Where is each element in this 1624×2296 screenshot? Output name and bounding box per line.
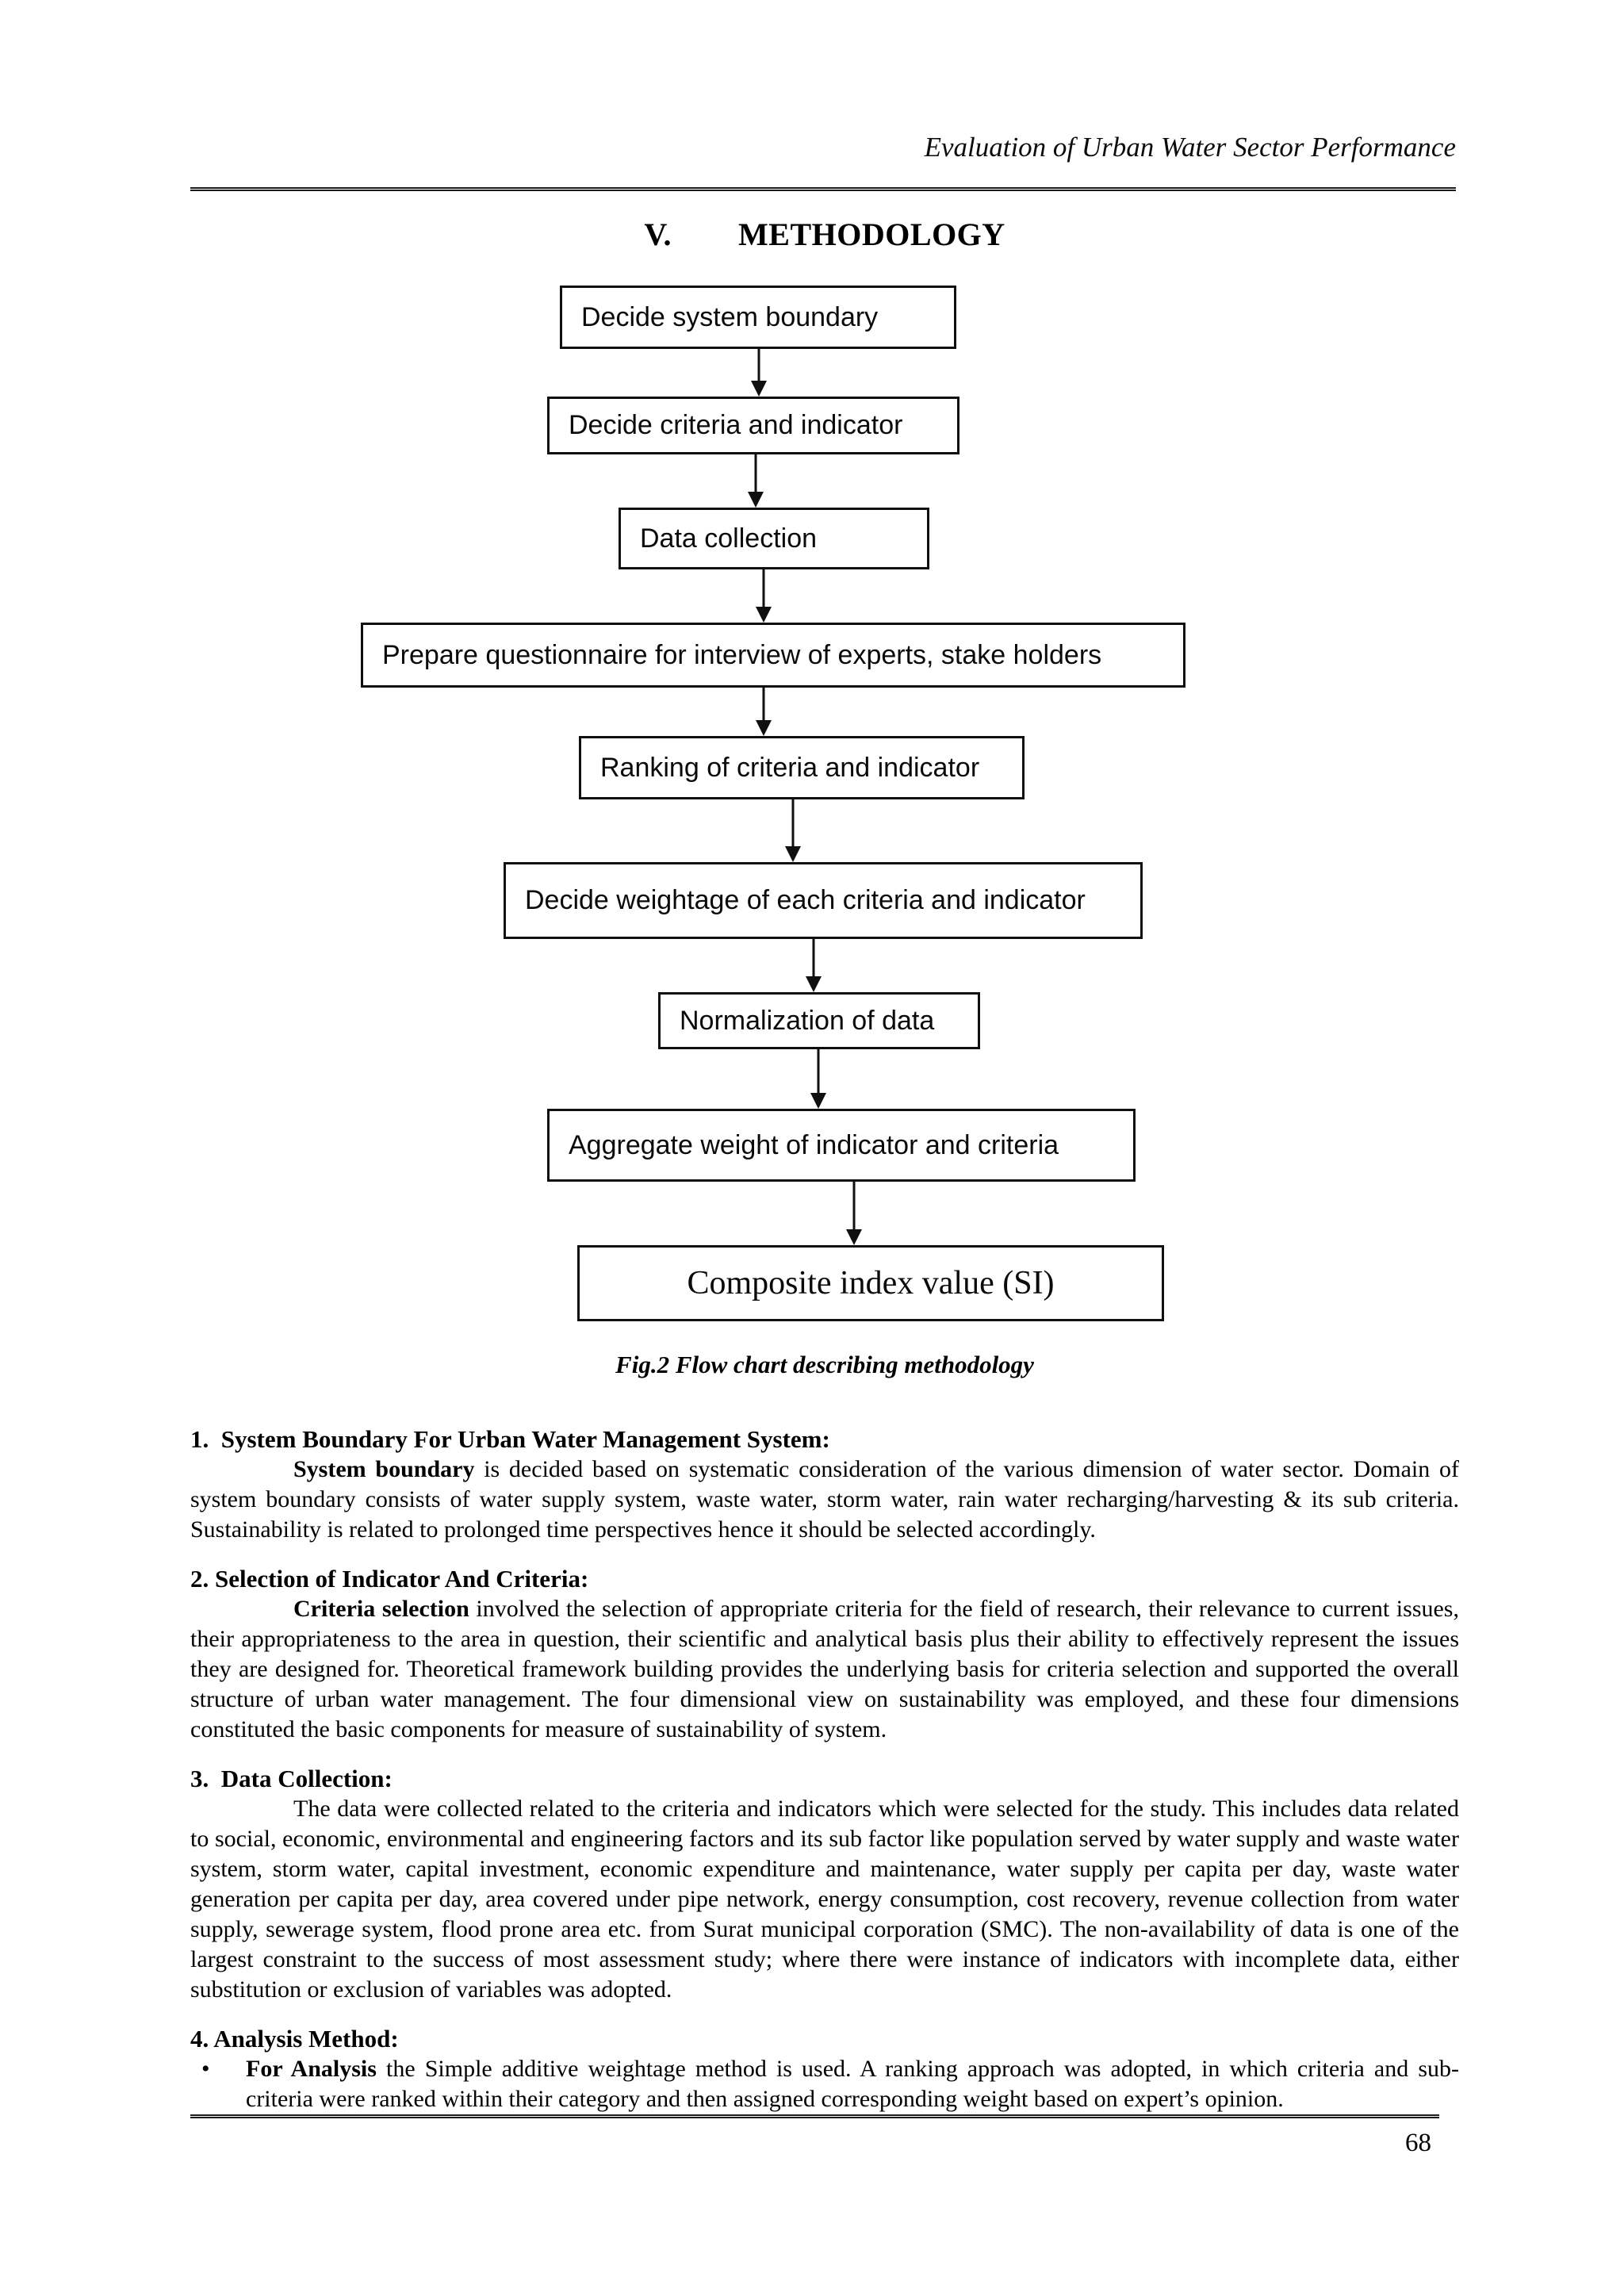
flow-step-6: Decide weightage of each criteria and in… [504,862,1143,939]
section-4-heading: 4. Analysis Method: [190,2025,399,2053]
section-2-body: involved the selection of appropriate cr… [190,1596,1459,1742]
section-4: 4. Analysis Method: • For Analysis the S… [190,2024,1459,2114]
methodology-flowchart: Decide system boundary Decide criteria a… [361,286,1185,1321]
figure-caption: Fig.2 Flow chart describing methodology [615,1351,1034,1378]
flow-arrow-icon-3 [756,569,772,623]
running-header-title: Evaluation of Urban Water Sector Perform… [924,132,1456,163]
section-2-paragraph: Criteria selection involved the selectio… [190,1594,1459,1745]
page-number: 68 [1405,2129,1431,2157]
flow-arrow-icon-5 [785,799,801,862]
flow-arrow-icon-6 [806,939,822,992]
page-title: V. METHODOLOGY [190,216,1459,253]
flow-step-9: Composite index value (SI) [577,1245,1164,1321]
flow-step-3: Data collection [619,508,929,569]
page-title-text: METHODOLOGY [738,217,1005,252]
section-3-body: The data were collected related to the c… [190,1796,1459,2003]
section-3-heading: 3. Data Collection: [190,1765,393,1792]
bullet-icon: • [201,2056,210,2082]
flow-arrow-icon-8 [846,1182,862,1245]
section-1: 1. System Boundary For Urban Water Manag… [190,1424,1459,1545]
section-1-lead: System boundary [293,1456,475,1482]
flow-step-4: Prepare questionnaire for interview of e… [361,623,1185,688]
header-rule [190,187,1456,191]
section-3-paragraph: The data were collected related to the c… [190,1794,1459,2005]
flow-arrow-icon-1 [751,349,767,397]
section-3: 3. Data Collection: The data were collec… [190,1764,1459,2005]
running-header: Evaluation of Urban Water Sector Perform… [190,132,1456,163]
flow-step-1: Decide system boundary [560,286,956,349]
footer-rule [190,2114,1439,2118]
body-text: 1. System Boundary For Urban Water Manag… [190,1424,1459,2114]
flow-arrow-icon-2 [748,454,764,508]
section-1-body: is decided based on systematic considera… [190,1456,1459,1543]
section-1-heading: 1. System Boundary For Urban Water Manag… [190,1425,830,1453]
section-4-bullet-body: the Simple additive weightage method is … [246,2056,1459,2112]
section-2-heading: 2. Selection of Indicator And Criteria: [190,1565,589,1593]
flow-step-2: Decide criteria and indicator [547,397,959,454]
section-1-paragraph: System boundary is decided based on syst… [190,1455,1459,1545]
flow-arrow-icon-4 [756,688,772,736]
section-4-bullet-lead: For Analysis [246,2056,377,2082]
flow-step-7: Normalization of data [658,992,980,1049]
section-2-lead: Criteria selection [293,1596,469,1622]
flow-arrow-icon-7 [810,1049,826,1109]
page-title-numeral: V. [644,217,672,252]
flow-step-8: Aggregate weight of indicator and criter… [547,1109,1136,1182]
flow-step-5: Ranking of criteria and indicator [579,736,1025,799]
section-2: 2. Selection of Indicator And Criteria: … [190,1564,1459,1745]
section-4-bullet-item: • For Analysis the Simple additive weigh… [190,2054,1459,2114]
section-4-bullet-text: For Analysis the Simple additive weighta… [246,2054,1459,2114]
